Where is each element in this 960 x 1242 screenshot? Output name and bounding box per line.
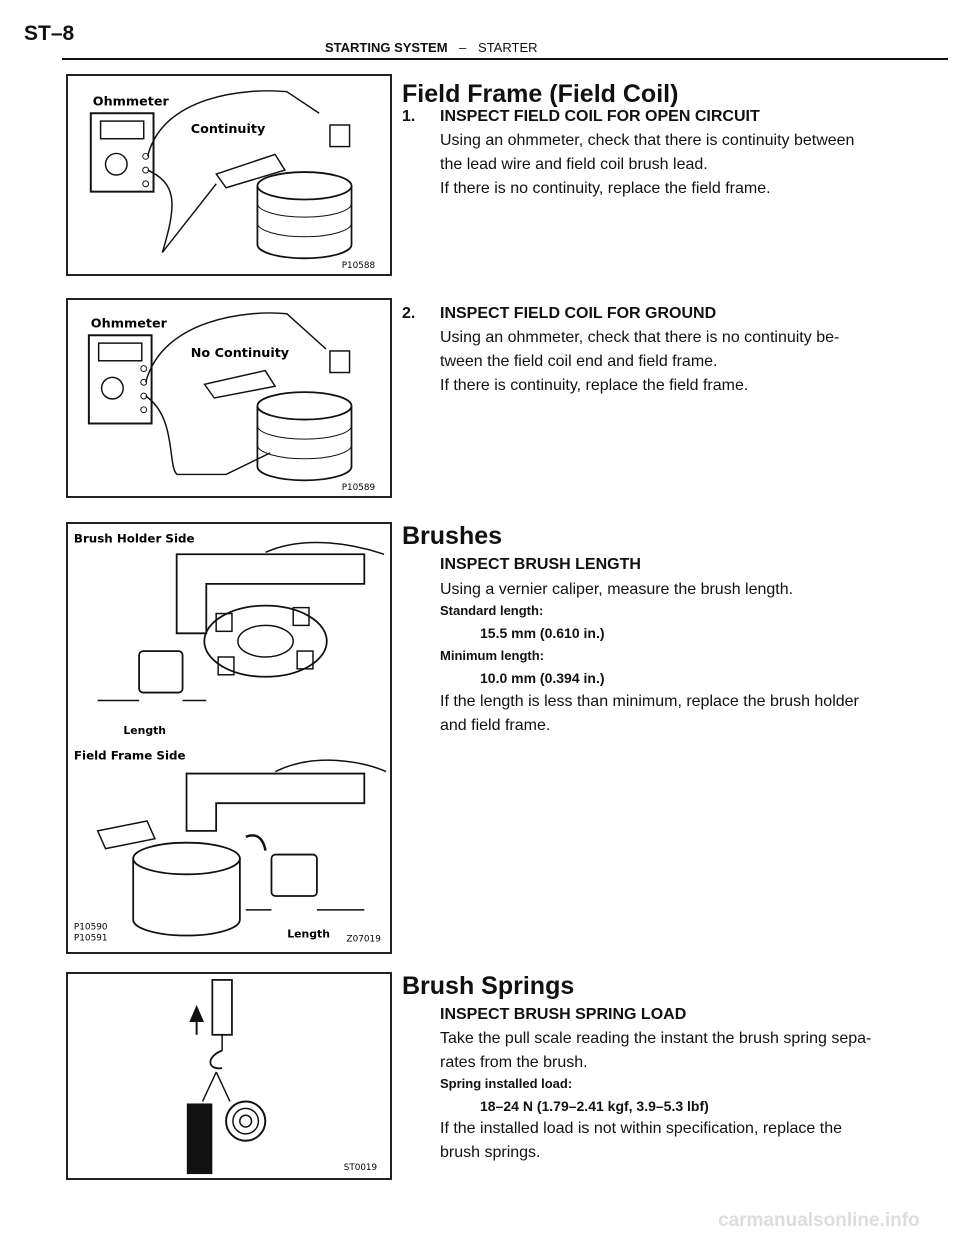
brushes-line3: and field frame. bbox=[440, 717, 551, 734]
figure-code-a: P10590 bbox=[74, 923, 108, 933]
length-label-bottom: Length bbox=[287, 928, 330, 941]
caliper-icon bbox=[185, 772, 366, 832]
spring-load-illustration: ST0019 bbox=[186, 979, 377, 1175]
brush-springs-line2: rates from the brush. bbox=[440, 1054, 588, 1071]
header-rule bbox=[62, 58, 948, 60]
figure-code-c: Z07019 bbox=[347, 934, 382, 944]
step1-line1: Using an ohmmeter, check that there is c… bbox=[440, 132, 855, 149]
section-name: STARTING SYSTEM bbox=[325, 40, 448, 55]
brushes-heading: INSPECT BRUSH LENGTH bbox=[440, 556, 641, 573]
brush-springs-title: Brush Springs bbox=[402, 972, 575, 1000]
field-frame-icon bbox=[256, 171, 353, 201]
field-frame-icon bbox=[256, 391, 353, 421]
standard-length-label: Standard length: bbox=[440, 603, 544, 618]
continuity-test-illustration: Ohmmeter Continuity P10588 bbox=[89, 90, 375, 271]
continuity-label: Continuity bbox=[191, 122, 266, 137]
brushes-line2: If the length is less than minimum, repl… bbox=[440, 693, 859, 710]
step2-number: 2. bbox=[402, 305, 416, 322]
figure-code: P10589 bbox=[342, 483, 375, 493]
figure-ground-test: Ohmmeter No Continuity P10589 bbox=[66, 298, 392, 498]
field-frame-title: Field Frame (Field Coil) bbox=[402, 80, 679, 108]
step2-heading: INSPECT FIELD COIL FOR GROUND bbox=[440, 305, 717, 322]
ohmmeter-label: Ohmmeter bbox=[91, 316, 168, 331]
arrow-up-icon bbox=[189, 1004, 205, 1035]
figure-code-b: P10591 bbox=[74, 933, 108, 943]
brush-springs-line1: Take the pull scale reading the instant … bbox=[440, 1030, 872, 1047]
brush-holder-icon bbox=[203, 604, 328, 678]
brush-holder-side-label: Brush Holder Side bbox=[74, 531, 195, 545]
step1-heading: INSPECT FIELD COIL FOR OPEN CIRCUIT bbox=[440, 108, 760, 125]
subsection-name: STARTER bbox=[478, 40, 538, 55]
spring-load-label: Spring installed load: bbox=[440, 1076, 573, 1091]
standard-length-value: 15.5 mm (0.610 in.) bbox=[480, 625, 605, 641]
figure-continuity-test: Ohmmeter Continuity P10588 bbox=[66, 74, 392, 276]
pull-scale-icon bbox=[211, 979, 233, 1036]
figure-code: ST0019 bbox=[344, 1163, 377, 1173]
step1-number: 1. bbox=[402, 108, 416, 125]
ground-test-illustration: Ohmmeter No Continuity P10589 bbox=[87, 312, 375, 493]
ohmmeter-label: Ohmmeter bbox=[93, 94, 170, 109]
field-frame-side-label: Field Frame Side bbox=[74, 749, 186, 763]
probe-icon bbox=[329, 350, 351, 374]
brush-springs-line3: If the installed load is not within spec… bbox=[440, 1120, 843, 1137]
caliper-icon bbox=[175, 553, 366, 635]
no-continuity-label: No Continuity bbox=[191, 346, 290, 361]
minimum-length-value: 10.0 mm (0.394 in.) bbox=[480, 670, 605, 686]
watermark: carmanualsonline.info bbox=[718, 1210, 920, 1231]
step1-line3: If there is no continuity, replace the f… bbox=[440, 180, 771, 197]
brush-icon bbox=[186, 1103, 213, 1175]
minimum-length-label: Minimum length: bbox=[440, 648, 544, 663]
figure-spring-load: ST0019 bbox=[66, 972, 392, 1180]
ohmmeter-icon bbox=[87, 334, 153, 425]
ohmmeter-icon bbox=[89, 112, 155, 193]
step2-line1: Using an ohmmeter, check that there is n… bbox=[440, 329, 840, 346]
brushes-title: Brushes bbox=[402, 522, 503, 550]
brushes-line1: Using a vernier caliper, measure the bru… bbox=[440, 581, 794, 598]
length-label-top: Length bbox=[123, 724, 166, 737]
brush-springs-line4: brush springs. bbox=[440, 1144, 541, 1161]
step2-line3: If there is continuity, replace the fiel… bbox=[440, 377, 749, 394]
brush-icon bbox=[270, 853, 318, 897]
field-frame-icon bbox=[132, 841, 241, 876]
header-separator: – bbox=[459, 40, 467, 55]
step1-line2: the lead wire and field coil brush lead. bbox=[440, 156, 708, 173]
page-number: ST–8 bbox=[24, 22, 75, 45]
running-header: STARTING SYSTEM – STARTER bbox=[325, 40, 538, 55]
spring-load-value: 18–24 N (1.79–2.41 kgf, 3.9–5.3 lbf) bbox=[480, 1098, 709, 1114]
brush-springs-heading: INSPECT BRUSH SPRING LOAD bbox=[440, 1006, 687, 1023]
spring-icon bbox=[225, 1100, 267, 1142]
figure-code: P10588 bbox=[342, 261, 375, 271]
probe-icon bbox=[329, 124, 351, 148]
step2-line2: tween the field coil end and field frame… bbox=[440, 353, 718, 370]
brush-length-illustration: Brush Holder Side Length Field Frame Sid… bbox=[74, 531, 387, 944]
brush-icon bbox=[138, 650, 184, 694]
figure-brush-length: Brush Holder Side Length Field Frame Sid… bbox=[66, 522, 392, 954]
